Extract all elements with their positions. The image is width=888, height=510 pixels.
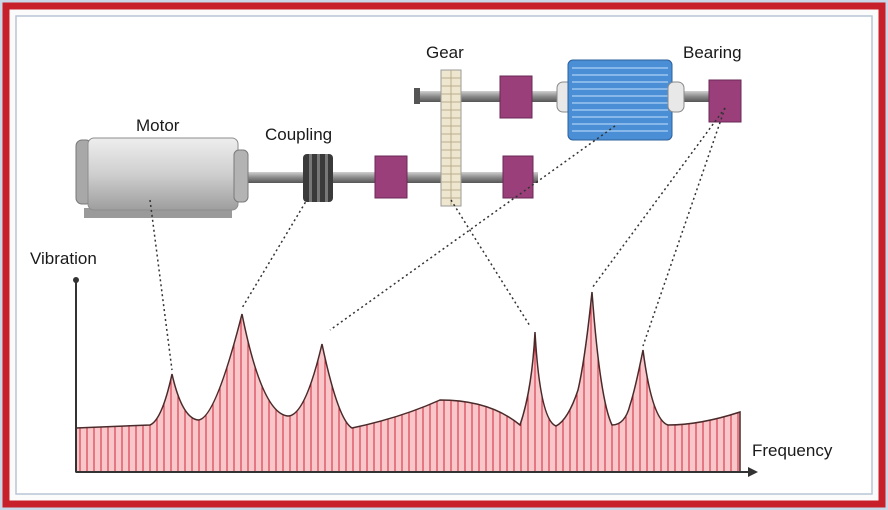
motor-label: Motor (136, 116, 180, 135)
coupling (303, 154, 333, 202)
bearing-block-upper-right (708, 79, 742, 123)
bearing-block-upper-left (499, 75, 533, 119)
x-axis-label: Frequency (752, 441, 833, 460)
x-axis-arrow (748, 467, 758, 477)
leader-lines (149, 107, 726, 371)
coupling-ring (325, 154, 328, 202)
rotor-body (567, 59, 673, 141)
rotor-endcap-right (667, 81, 685, 113)
motor-body (87, 137, 239, 211)
coupling-label: Coupling (265, 125, 332, 144)
coupling-leader (241, 197, 309, 309)
coupling-ring (309, 154, 312, 202)
rotor-leader (329, 125, 616, 331)
bearing-block-lower-right (502, 155, 534, 199)
motor-endcap-right (233, 149, 249, 203)
motor-base (84, 208, 232, 218)
vibration-spectrum (75, 291, 741, 473)
bearing-block-lower-left (374, 155, 408, 199)
y-axis-label: Vibration (30, 249, 97, 268)
bearing-label: Bearing (683, 43, 742, 62)
motor-leader (149, 199, 173, 371)
driven-machine (556, 59, 685, 141)
upper-shaft-end (414, 88, 420, 104)
y-axis-arrow (73, 277, 79, 283)
bearing-leader-1 (591, 107, 726, 289)
bearing-leader-2 (642, 107, 726, 347)
gear (440, 69, 462, 207)
coupling-ring (317, 154, 320, 202)
motor (75, 137, 249, 218)
gear-label: Gear (426, 43, 464, 62)
